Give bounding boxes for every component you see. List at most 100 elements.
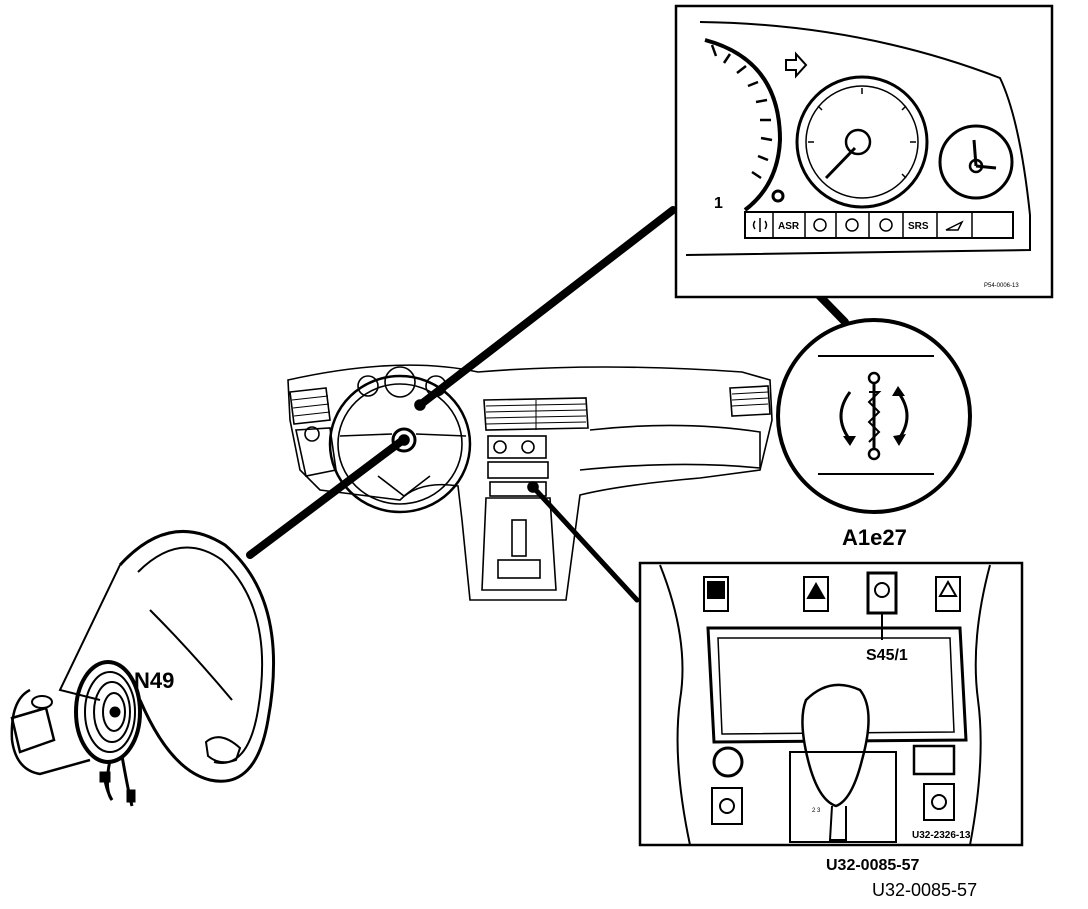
clock-spring-ring-3 (102, 692, 126, 732)
indicator-lamp-inset (776, 318, 972, 514)
hazard-icon (806, 581, 826, 599)
steering-wheel-spoke-right (415, 433, 467, 437)
label-s45-1: S45/1 (866, 647, 908, 664)
steering-wheel-detail (10, 529, 276, 807)
clock-spring-outer (74, 660, 142, 764)
speedometer-ticks (710, 44, 773, 180)
steering-wheel-spoke-bottom (377, 475, 431, 498)
lower-left-knob (712, 746, 744, 778)
gear-shaft (828, 805, 847, 841)
switch-hazard (803, 576, 829, 612)
wheel-horn-pad (204, 736, 242, 764)
lower-right-switch-icon (931, 794, 947, 810)
lamp-oil-icon (945, 220, 964, 231)
steering-wheel-hub-dot (398, 434, 410, 446)
lower-left-switch (711, 787, 743, 825)
passenger-dash (579, 424, 761, 471)
left-vent (289, 387, 331, 425)
column-block (10, 706, 56, 754)
shift-gate (789, 751, 897, 843)
wire-2 (120, 755, 134, 807)
steering-wheel-rim (328, 374, 472, 514)
center-vent (483, 397, 589, 431)
switch-1 (703, 576, 729, 612)
fuel-gauge-dial (938, 124, 1014, 200)
cluster-pointer-dot (414, 399, 426, 411)
tachometer-inner (805, 85, 919, 199)
console-screen (717, 637, 955, 735)
lamp-brake-icon (813, 218, 827, 232)
wheel-spoke-upper (149, 609, 233, 701)
switch-4 (935, 576, 961, 612)
instrument-cluster-inset: 1 (674, 4, 1054, 299)
leader-console (530, 484, 640, 603)
console-ref-label: U32-2326-13 (912, 830, 971, 841)
airbag-symbol-icon (839, 371, 909, 461)
center-tunnel (481, 497, 557, 591)
gear-shifter-mini (511, 519, 527, 557)
label-a1e27: A1e27 (842, 525, 907, 550)
leader-steering (246, 436, 407, 559)
column-bore (31, 695, 53, 709)
lower-left-switch-icon (719, 798, 735, 814)
figure-ref-bold: U32-0085-57 (826, 857, 920, 874)
console-right-contour (969, 564, 991, 846)
console-left-contour (659, 564, 691, 846)
gear-positions: 2 3 (812, 808, 821, 814)
wheel-inner-rim (137, 546, 264, 764)
tachometer-ticks (808, 88, 916, 179)
climate-panel (487, 461, 549, 479)
switch-4-icon (938, 579, 958, 597)
steering-wheel-hub (391, 427, 417, 453)
cluster-ref-label: P54-0006-13 (984, 283, 1019, 289)
lower-right-switch (923, 783, 955, 821)
wheel-outer-rim (118, 529, 276, 783)
lamp-srs: SRS (908, 221, 929, 232)
dashboard-top-contour (287, 364, 773, 601)
tachometer-dial (795, 75, 929, 209)
radio-knob-left (493, 440, 507, 454)
clock-spring-ring-1 (84, 671, 136, 753)
left-vent-slats (291, 395, 331, 417)
turn-signal-arrow-icon (785, 51, 808, 79)
clock-knob (771, 189, 785, 203)
radio-knob-right (521, 440, 535, 454)
mini-gauge-2 (384, 366, 416, 398)
steering-column (10, 688, 91, 776)
right-vent (729, 385, 771, 417)
switch-row-top (703, 571, 961, 615)
mini-gauge-3 (425, 375, 447, 397)
mini-gauge-1 (357, 375, 379, 397)
gear-knob (801, 683, 870, 808)
cluster-housing-outline (685, 21, 1031, 256)
airbag-warning-icon (752, 218, 768, 232)
right-vent-slats (731, 391, 769, 407)
switch-row (489, 481, 547, 497)
lamp-abs-icon (845, 218, 859, 232)
dashboard-overview (287, 364, 773, 601)
warning-lamp-strip (744, 211, 1014, 239)
speedometer-digit: 1 (714, 195, 723, 212)
lamp-asr: ASR (778, 221, 800, 232)
headlight-switch (304, 426, 320, 442)
connector-1 (99, 771, 111, 783)
fuel-gauge-needle-1 (972, 139, 978, 167)
center-vent-slats (485, 400, 587, 430)
clock-spring-center (109, 706, 121, 718)
steering-wheel-spoke-left (339, 433, 393, 437)
fuel-gauge-needle-2 (975, 164, 997, 170)
console-screen-bezel (706, 626, 968, 744)
center-console-inset: 2 3 (638, 561, 1024, 847)
lower-right-button (912, 744, 956, 776)
tachometer-hub (844, 128, 872, 156)
radio-unit (487, 435, 547, 459)
wheel-cone (58, 564, 121, 701)
warning-lamp-dividers (772, 212, 973, 238)
switch-pointer-dot (527, 481, 539, 493)
clock-spring-ring-2 (93, 681, 131, 743)
tachometer-needle (824, 146, 857, 180)
switch-s45-1-icon (874, 582, 890, 598)
figure-ref-plain: U32-0085-57 (872, 880, 977, 900)
